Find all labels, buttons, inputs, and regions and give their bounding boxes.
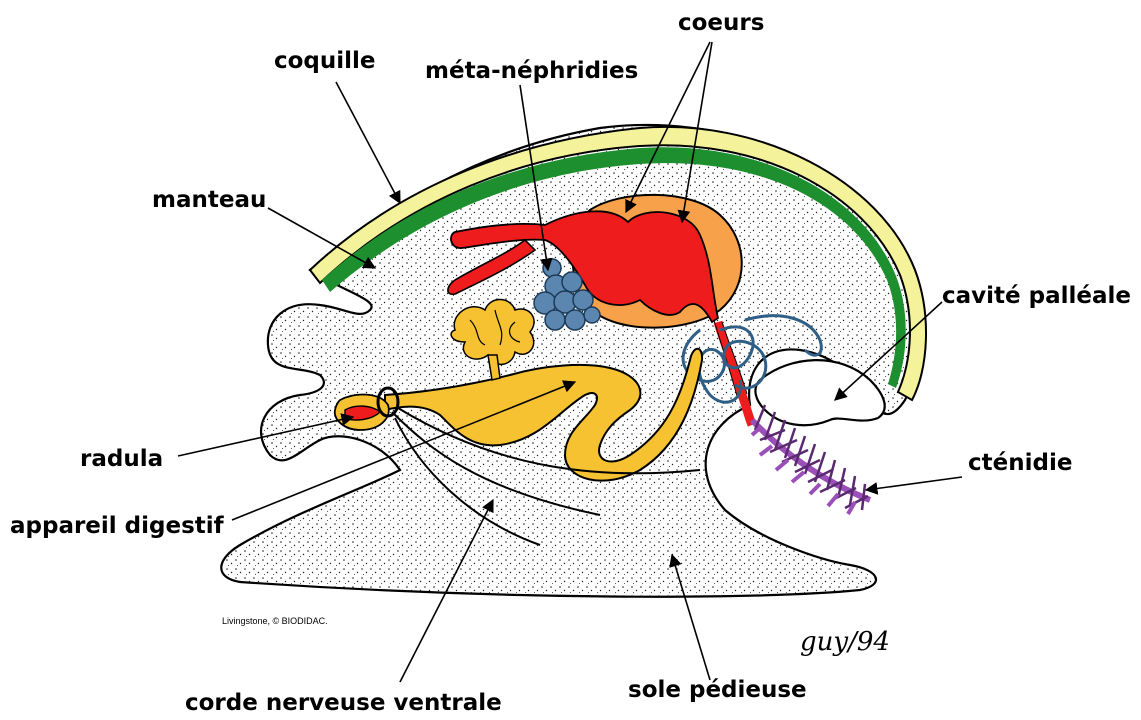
label-manteau: manteau [152, 187, 266, 213]
artist-signature: guy/94 [800, 627, 890, 657]
label-ctenidie: cténidie [968, 450, 1072, 476]
label-radula: radula [80, 446, 163, 472]
label-coeurs: coeurs [678, 10, 764, 36]
label-coquille: coquille [274, 48, 376, 74]
label-sole-pedieuse: sole pédieuse [628, 677, 807, 703]
label-cavite-palleale: cavité palléale [942, 283, 1131, 309]
credit-text: Livingstone, © BIODIDAC. [222, 616, 328, 626]
label-meta-nephridies: méta-néphridies [425, 58, 638, 84]
label-appareil-digestif: appareil digestif [10, 513, 225, 539]
label-corde-nerveuse-ventrale: corde nerveuse ventrale [185, 690, 502, 716]
